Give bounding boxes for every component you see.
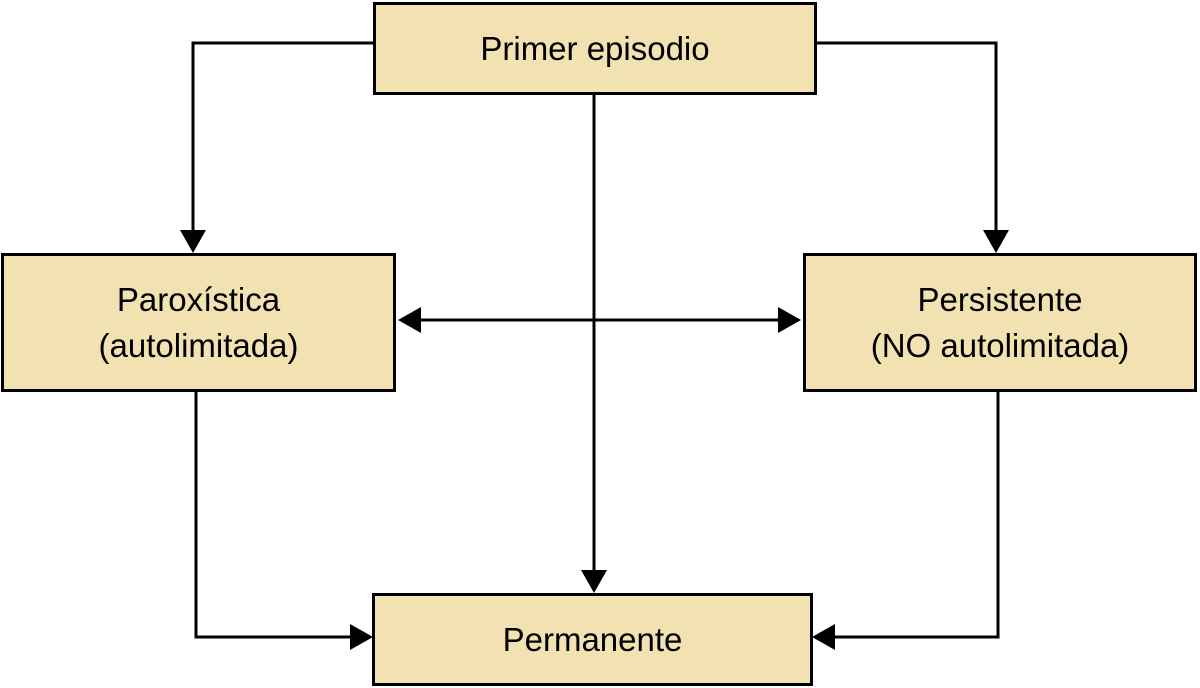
arrowhead-right-icon [778,307,801,333]
arrowhead-left-icon [398,307,421,333]
edge-paroxysmal-to-permanent [194,392,373,650]
arrowhead-down-icon [180,230,206,253]
edge-persistent-to-permanent [812,392,1000,650]
node-persistent-label-line1: Persistente [917,280,1083,318]
node-first-episode: Primer episodio [373,2,817,95]
node-persistent: Persistente (NO autolimitada) [803,253,1197,392]
node-first-episode-label: Primer episodio [480,29,710,67]
arrowhead-down-icon [983,230,1009,253]
node-paroxysmal: Paroxística (autolimitada) [1,253,396,392]
edge-first-to-permanent [581,95,607,593]
node-permanent-label: Permanente [502,620,683,658]
edge-first-to-persistent [817,41,1009,253]
edge-line [817,41,998,232]
edge-line [191,41,373,232]
arrowhead-down-icon [581,570,607,593]
arrowhead-left-icon [812,624,835,650]
node-paroxysmal-label-line2: (autolimitada) [98,326,299,364]
edge-first-to-paroxysmal [180,41,373,253]
edge-paroxysmal-persistent-bidirectional [398,307,801,333]
node-paroxysmal-label-line1: Paroxística [116,280,281,318]
arrowhead-right-icon [350,624,373,650]
node-permanent: Permanente [372,593,813,686]
edge-line [834,392,1000,639]
node-persistent-label-line2: (NO autolimitada) [870,326,1130,364]
edge-line [194,392,351,639]
